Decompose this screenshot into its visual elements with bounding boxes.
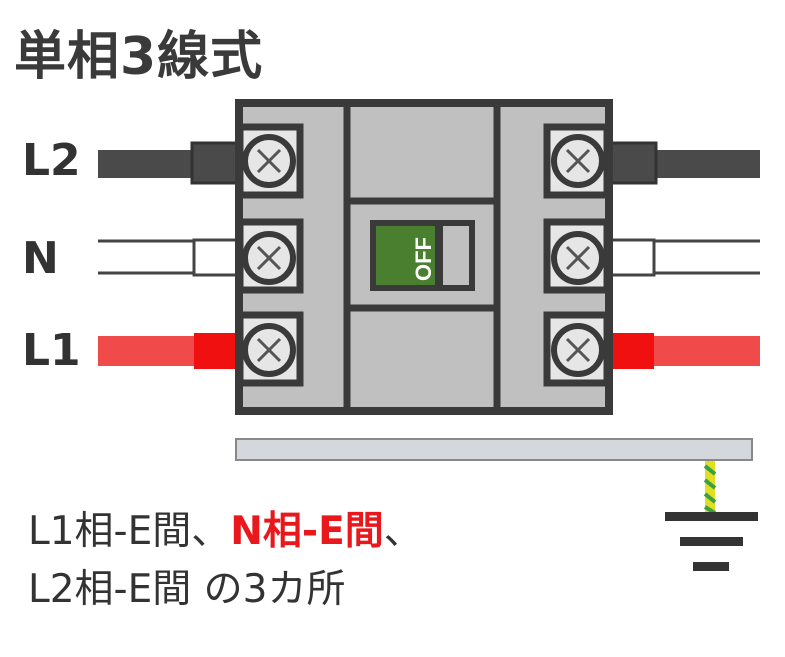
label-l2: L2 xyxy=(22,135,81,186)
terminal-l2-left xyxy=(236,123,304,199)
screw-icon xyxy=(551,231,605,285)
description-line-2: L2相-E間 の3カ所 xyxy=(28,567,346,612)
ground-wire xyxy=(703,461,717,515)
description-line-1: L1相-E間、N相-E間、 xyxy=(28,500,423,556)
terminal-n-right xyxy=(543,218,611,294)
label-l1: L1 xyxy=(22,325,81,376)
terminal-l1-left xyxy=(236,311,304,387)
label-n: N xyxy=(22,233,59,284)
screw-icon xyxy=(242,231,296,285)
terminal-l2-right xyxy=(543,123,611,199)
terminal-l1-right xyxy=(543,311,611,387)
wire-l2-left xyxy=(98,141,240,185)
desc-l1-e: L1相-E間、 xyxy=(28,509,231,554)
screw-icon xyxy=(551,323,605,377)
wire-n-right xyxy=(608,238,760,277)
diagram-title: 単相3線式 xyxy=(14,27,264,87)
ground-bar xyxy=(235,438,753,461)
switch-off-label: OFF xyxy=(411,237,436,281)
wire-l1-left xyxy=(98,333,238,369)
wire-n-left xyxy=(98,238,240,277)
breaker-switch[interactable]: OFF xyxy=(370,220,475,291)
screw-icon xyxy=(242,134,296,188)
desc-n-e-highlight: N相-E間 xyxy=(230,509,384,554)
wire-l1-right xyxy=(610,333,760,369)
screw-icon xyxy=(242,323,296,377)
ground-symbol-icon xyxy=(665,512,758,571)
screw-icon xyxy=(551,134,605,188)
terminal-n-left xyxy=(236,218,304,294)
desc-comma: 、 xyxy=(383,509,423,554)
wire-l2-right xyxy=(608,141,760,185)
